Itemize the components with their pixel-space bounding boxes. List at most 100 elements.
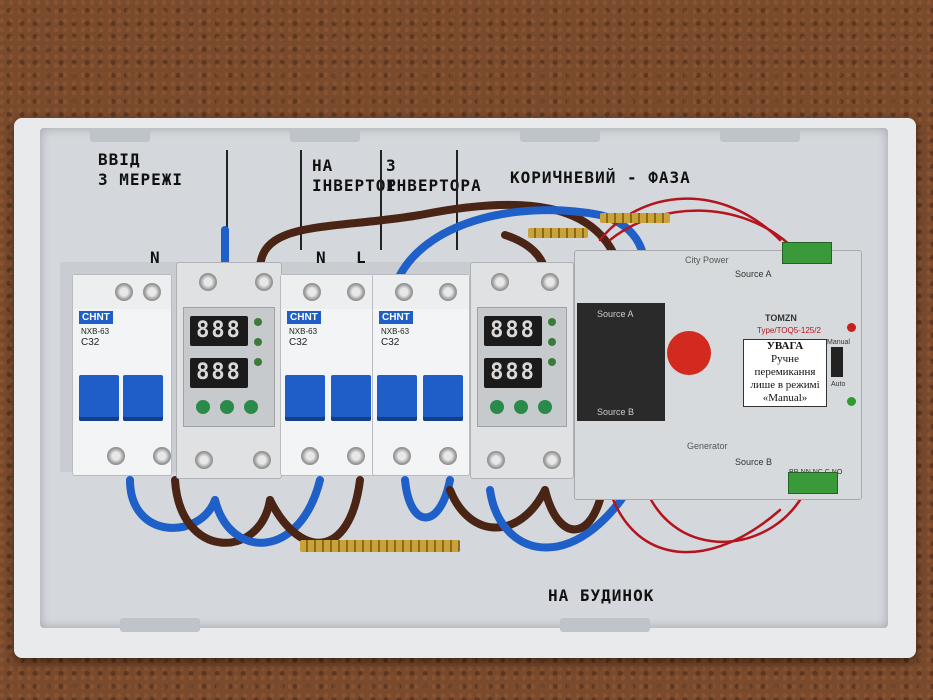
control-terminal-block [788,472,838,494]
up-button[interactable] [514,400,528,414]
neutral-busbar [300,540,460,552]
knockout-slot [560,618,650,632]
indicator-led [254,358,262,366]
breaker-brand: CHNT [287,311,321,324]
set-button[interactable] [490,400,504,414]
voltage-relay: 888 888 [176,262,282,479]
terminal-screw [107,447,125,465]
terminal-screw [143,283,161,301]
label-l: L [356,248,367,267]
voltage-display: 888 [484,316,542,346]
source-b-label: Source B [597,407,635,417]
terminal-screw [303,283,321,301]
knockout-slot [720,128,800,142]
source-b-bottom-label: Source B [735,457,773,467]
relay-panel: 888 888 [477,307,567,427]
city-power-label: City Power [685,255,729,265]
hand-divider [226,150,228,250]
breaker-brand: CHNT [379,311,413,324]
manual-auto-switch[interactable] [831,347,843,377]
blue-wire [211,476,324,547]
terminal-screw [347,283,365,301]
rotary-handle[interactable] [667,331,711,375]
ats-brand: TOMZN [765,313,797,323]
terminal-screw [115,283,133,301]
label-input-from-grid: ВВІД З МЕРЕЖІ [98,150,184,189]
neutral-busbar [528,228,588,238]
up-button[interactable] [220,400,234,414]
brown-wire [171,476,274,547]
generator-label: Generator [687,441,728,451]
source-a-top-label: Source A [735,269,772,279]
indicator-led [254,318,262,326]
set-button[interactable] [196,400,210,414]
terminal-screw [347,447,365,465]
breaker-toggle[interactable] [331,375,371,421]
warning-notice: УВАГА Ручне перемикання лише в режимі «M… [743,339,827,407]
source-a-label: Source A [597,309,634,319]
knockout-slot [120,618,200,632]
terminal-screw [199,273,217,291]
relay-panel: 888 888 [183,307,275,427]
terminal-screw [253,451,271,469]
breaker-toggle[interactable] [123,375,163,421]
terminal-screw [255,273,273,291]
breaker-toggle[interactable] [79,375,119,421]
knockout-slot [520,128,600,142]
label-to-house: НА БУДИНОК [548,586,655,605]
red-wire [603,468,782,554]
manual-label: Manual [827,339,850,346]
breaker-model: NXB-63 [381,327,410,336]
breaker-toggle[interactable] [423,375,463,421]
auto-label: Auto [831,381,846,388]
terminal-screw [491,273,509,291]
breaker-toggle[interactable] [377,375,417,421]
terminal-screw [439,283,457,301]
switch-body: Source A Source B [577,303,665,421]
circuit-breaker: CHNT NXB-63 C32 [72,274,172,476]
hand-divider [300,150,302,250]
terminal-screw [153,447,171,465]
indicator-led [548,338,556,346]
label-to-inverter: НА ІНВЕРТОР [312,156,398,195]
terminal-screw [395,283,413,301]
red-wire [598,197,782,242]
knockout-slot [90,128,150,142]
neutral-busbar [600,213,670,223]
hand-divider [380,150,382,250]
down-button[interactable] [244,400,258,414]
terminal-screw [195,451,213,469]
voltage-relay: 888 888 [470,262,574,479]
breaker-toggle[interactable] [285,375,325,421]
terminal-screw [301,447,319,465]
blue-wire [126,476,219,532]
breaker-rating: C32 [81,337,100,348]
circuit-breaker: CHNT NXB-63 C32 [280,274,378,476]
breaker-rating: C32 [289,337,308,348]
terminal-screw [487,451,505,469]
ats-model: Type/TOQ5-125/2 [757,326,821,335]
red-wire [608,209,792,247]
breaker-model: NXB-63 [289,327,318,336]
brown-wire [446,486,549,532]
terminal-screw [439,447,457,465]
terminal-screw [543,451,561,469]
breaker-brand: CHNT [79,311,113,324]
label-brown-phase: КОРИЧНЕВИЙ - ФАЗА [510,168,691,187]
label-n: N [150,248,161,267]
breaker-rating: C32 [381,337,400,348]
circuit-breaker: CHNT NXB-63 C32 [372,274,470,476]
current-display: 888 [484,358,542,388]
breaker-model: NXB-63 [81,327,110,336]
led-green [847,397,856,406]
voltage-display: 888 [190,316,248,346]
label-n: N [316,248,327,267]
control-terminal-block [782,242,832,264]
automatic-transfer-switch: City Power Source A Source A Source B TO… [574,250,862,500]
indicator-led [548,318,556,326]
current-display: 888 [190,358,248,388]
down-button[interactable] [538,400,552,414]
blue-wire [401,476,454,522]
indicator-led [548,358,556,366]
